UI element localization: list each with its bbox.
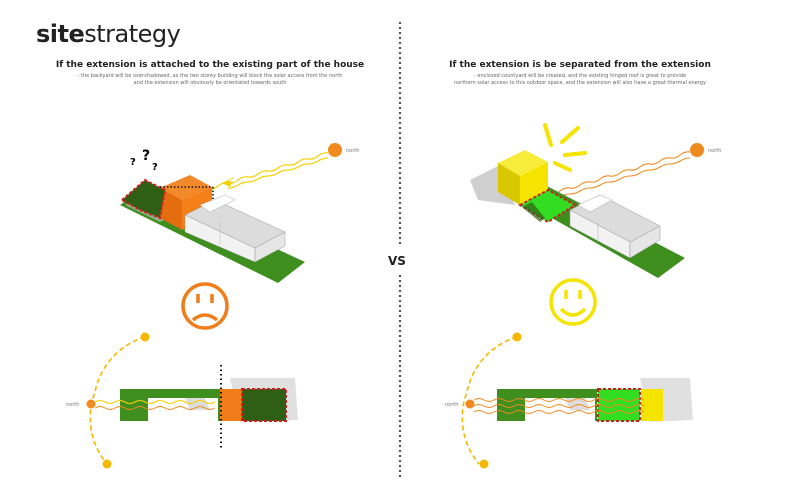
right-sun-path-dot-bottom: [479, 459, 489, 469]
question-mark-2: ?: [142, 148, 150, 164]
left-heading: If the extension is attached to the exis…: [55, 60, 365, 70]
left-sun-path: [89, 336, 146, 465]
right-extension-front: [520, 162, 548, 205]
right-description-line-2: northern solar access to this outdoor sp…: [454, 80, 706, 86]
left-sun-ray-2: [227, 157, 329, 189]
question-mark-1: ?: [130, 157, 136, 168]
right-sun-icon: [690, 143, 704, 157]
happy-face-icon: [549, 278, 597, 326]
right-plan-extension: [641, 389, 663, 421]
sad-face-icon: [181, 282, 229, 330]
page-title: sitestrategy: [36, 20, 181, 48]
left-axonometric: north ? ? ?: [120, 143, 359, 283]
title-light: strategy: [84, 20, 181, 48]
left-description: - the backyard will be overshadowed, as …: [30, 73, 390, 87]
left-blocked-arrow: [222, 177, 234, 187]
left-sun-path-dot-top: [140, 332, 150, 342]
right-plan-sun-icon: [465, 399, 475, 409]
left-plan-extension: [220, 389, 242, 421]
right-sun-path-dot-top: [512, 332, 522, 342]
title-bold: site: [36, 20, 85, 48]
right-north-label: north: [708, 148, 721, 154]
left-sun-path-dot-bottom: [102, 459, 112, 469]
left-plan-yard: [241, 388, 287, 422]
left-extension-side: [160, 188, 182, 230]
left-plan: north: [66, 332, 298, 469]
right-description: - enclosed countyard will be created, an…: [400, 73, 760, 87]
left-description-line-1: - the backyard will be overshadowed, as …: [77, 73, 343, 79]
right-sun-ray-2: [559, 157, 691, 198]
left-plan-sun-icon: [86, 399, 96, 409]
right-extension-side: [498, 163, 520, 205]
right-heading: If the extension is be separated from th…: [449, 60, 711, 70]
right-plan: north: [445, 332, 693, 469]
left-yard: [120, 178, 167, 220]
left-description-line-2: and the extension will obviously be orie…: [133, 80, 287, 86]
right-description-line-1: - enclosed countyard will be created, an…: [474, 73, 686, 79]
right-sun-ray-1: [539, 151, 691, 198]
left-plan-north-label: north: [66, 402, 79, 408]
vs-label: VS: [388, 254, 406, 268]
left-sun-icon: [328, 143, 342, 157]
question-mark-3: ?: [152, 162, 158, 173]
left-north-label: north: [346, 148, 359, 154]
right-sun-path: [461, 336, 518, 465]
right-extension-top: [498, 150, 548, 176]
right-axonometric: north: [470, 123, 721, 278]
right-plan-north-label: north: [445, 402, 458, 408]
yellow-rays-icon: [543, 123, 587, 172]
